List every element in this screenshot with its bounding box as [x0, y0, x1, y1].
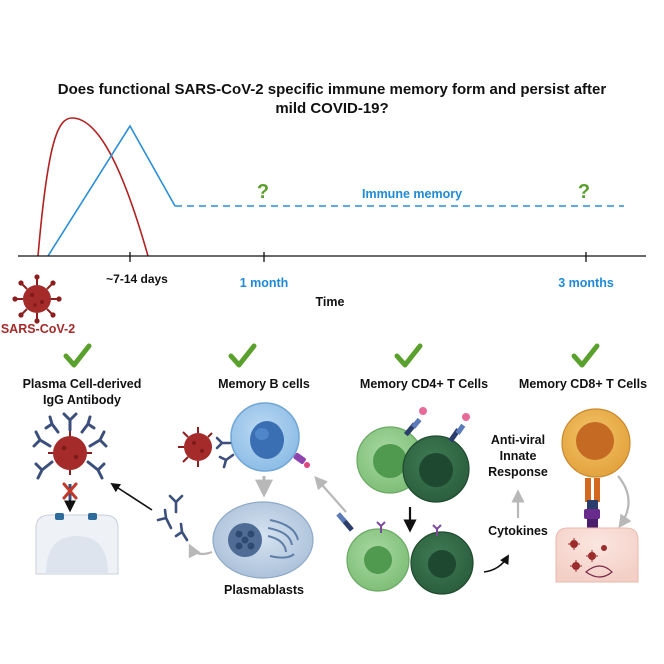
tcr-mhc-synapse	[584, 478, 600, 528]
axis-label-time: Time	[316, 295, 345, 309]
memory-b-header: Memory B cells	[218, 377, 310, 391]
host-cell-icon	[35, 513, 119, 575]
bcr-receptors	[215, 436, 235, 469]
antibody-to-virus-arrow	[110, 482, 153, 511]
check-icon	[228, 343, 257, 368]
tick-label-days: ~7-14 days	[106, 272, 168, 286]
antiviral-label-line1: Anti-viral	[491, 433, 545, 447]
antibody-curve	[37, 117, 149, 257]
question-mark-1month: ?	[257, 181, 269, 203]
cd8-t-cell-icon	[561, 408, 631, 478]
tcr-receptors-bottom	[336, 512, 442, 536]
plasmablast-icon	[212, 501, 314, 579]
check-icon	[394, 343, 423, 368]
antiviral-label-line2: Innate	[500, 449, 537, 463]
tcell-curve	[47, 124, 176, 257]
plasma-header-line1: Plasma Cell-derived	[23, 377, 142, 391]
check-icon	[571, 343, 600, 368]
tcr-receptors-top	[403, 407, 470, 443]
question-mark-3months: ?	[578, 181, 590, 203]
plasma-header-line2: IgG Antibody	[43, 393, 121, 407]
b-cell-virus-icon	[178, 427, 213, 467]
virus-label: SARS-CoV-2	[1, 322, 75, 336]
plasmablast-to-antibody-arrow	[188, 543, 213, 559]
antiviral-label-line3: Response	[488, 465, 548, 479]
mhc-antigen	[293, 452, 310, 468]
cytokines-label: Cytokines	[488, 524, 548, 538]
infected-cell-icon	[555, 527, 639, 583]
tick-label-3months: 3 months	[558, 276, 614, 290]
virus-icon	[12, 274, 62, 324]
tcell-help-arrow	[314, 476, 347, 513]
title-line-1: Does functional SARS-CoV-2 specific immu…	[58, 81, 607, 98]
cd8-kill-arrow	[617, 475, 632, 529]
cd8-header: Memory CD8+ T Cells	[519, 377, 647, 391]
blocked-antibody-icon	[62, 482, 78, 513]
neutralized-virus	[48, 431, 92, 475]
check-icon	[63, 343, 92, 368]
cd4-t-cell-dark	[402, 435, 470, 503]
timeline-graph: ~7-14 days 1 month 3 months Time Immune …	[18, 117, 646, 309]
tick-label-1month: 1 month	[240, 276, 289, 290]
plasmablasts-label: Plasmablasts	[224, 583, 304, 597]
cytokine-arrow	[483, 554, 509, 573]
cd4-t-cell-effector-light	[346, 528, 410, 592]
antibody-icon	[32, 412, 108, 480]
title-line-2: mild COVID-19?	[275, 100, 388, 117]
immune-memory-label: Immune memory	[362, 187, 462, 201]
memory-b-cell-icon	[230, 402, 300, 472]
antibody-icon	[156, 494, 189, 542]
cd4-t-cell-effector-dark	[410, 531, 474, 595]
cd4-header: Memory CD4+ T Cells	[360, 377, 488, 391]
